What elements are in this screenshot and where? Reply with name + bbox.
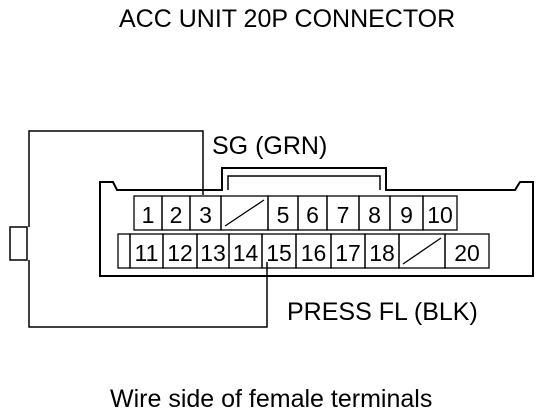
wire-label-sg: SG (GRN): [212, 132, 327, 160]
terminal-number: 3: [199, 202, 212, 228]
terminal-number: 10: [427, 202, 453, 228]
terminal-number: 13: [200, 240, 226, 266]
terminal-number: 12: [167, 240, 193, 266]
terminal-number: 8: [368, 202, 381, 228]
wire-to-sg: [28, 130, 204, 227]
wire-to-press-fl: [28, 260, 268, 328]
terminal-number: 2: [170, 202, 183, 228]
terminal-number: 17: [335, 240, 361, 266]
terminal-number: 11: [135, 240, 159, 266]
terminal-number: 1: [142, 202, 155, 228]
terminal-cavity: [117, 233, 131, 269]
terminal-number: 20: [454, 240, 480, 266]
terminal-number: 7: [337, 202, 350, 228]
unused-terminal-slash: [402, 237, 442, 265]
diagram-title: ACC UNIT 20P CONNECTOR: [119, 5, 455, 33]
terminal-number: 16: [301, 240, 327, 266]
terminal-number: 14: [233, 240, 259, 266]
diagram-caption: Wire side of female terminals: [110, 385, 432, 413]
connector-lock-tab: [227, 175, 381, 190]
terminal-number: 5: [277, 202, 290, 228]
terminal-number: 15: [266, 240, 292, 266]
wire-label-press-fl: PRESS FL (BLK): [287, 298, 478, 326]
terminal-number: 9: [400, 202, 413, 228]
connector-housing: [99, 167, 534, 277]
unused-terminal-slash: [224, 199, 265, 227]
terminal-cavity: [444, 233, 490, 269]
terminal-number: 6: [306, 202, 319, 228]
terminal-number: 18: [369, 240, 395, 266]
tester-symbol: [9, 226, 28, 261]
terminal-cavity: [422, 195, 458, 231]
